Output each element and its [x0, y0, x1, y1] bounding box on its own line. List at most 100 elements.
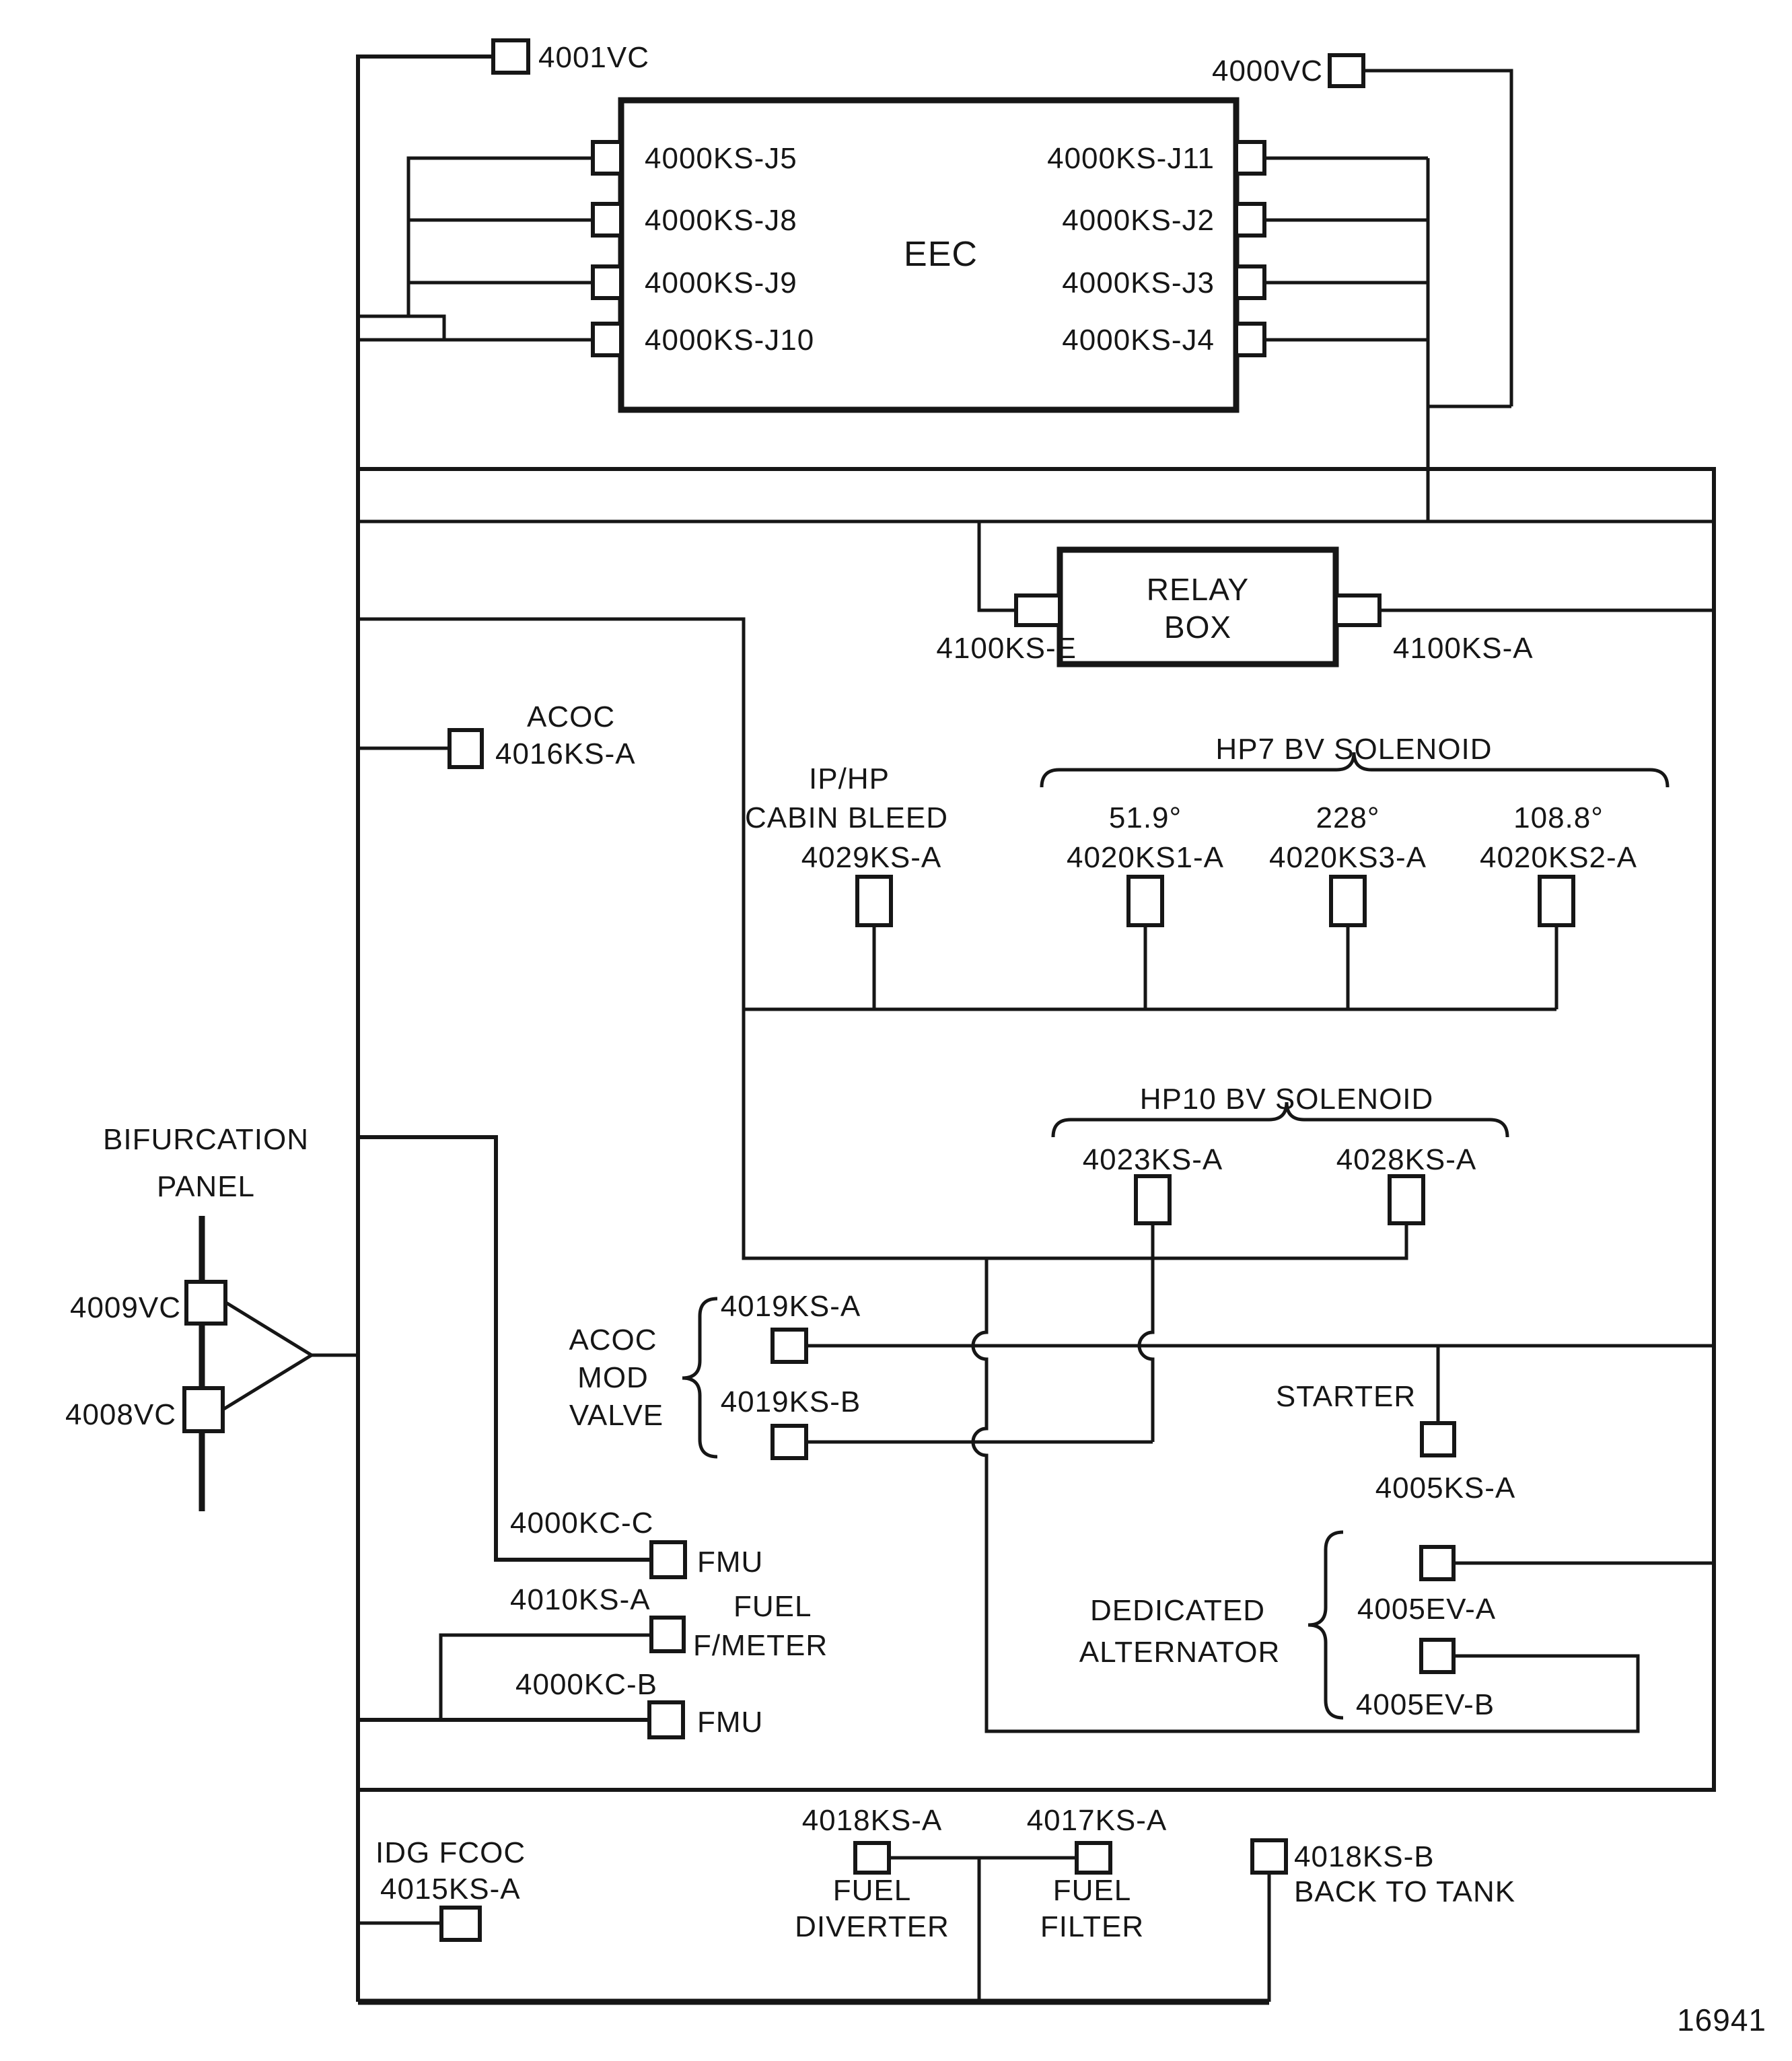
box-4019ks-a [770, 1328, 808, 1364]
box-4017ks-a [1075, 1841, 1112, 1875]
plug-4009vc [184, 1280, 227, 1326]
label-amv-1: ACOC [569, 1324, 657, 1357]
label-fmu-c: FMU [697, 1546, 763, 1579]
label-4019ks-b: 4019KS-B [721, 1385, 861, 1418]
box-4023ks-a [1134, 1174, 1172, 1225]
box-4005ks-a [1420, 1421, 1456, 1457]
label-4009vc: 4009VC [70, 1291, 181, 1324]
dedicated-title-1: DEDICATED [1090, 1594, 1265, 1627]
label-j4: 4000KS-J4 [1062, 324, 1215, 357]
connector-j4 [1234, 322, 1266, 357]
box-fmu-c [649, 1540, 687, 1579]
plug-4008vc [182, 1386, 225, 1433]
connector-4100ks-a [1334, 593, 1382, 627]
wire-right-connector-leads [1264, 156, 1428, 342]
label-idg-1: IDG FCOC [375, 1836, 526, 1869]
label-cabin-2: CABIN BLEED [745, 801, 948, 834]
label-amv-3: VALVE [569, 1399, 664, 1432]
label-idg-2: 4015KS-A [380, 1873, 521, 1906]
wire-left-border [356, 55, 493, 2002]
label-amv-2: MOD [577, 1361, 649, 1394]
label-cabin-1: IP/HP [809, 762, 890, 795]
label-hp7-deg-3: 108.8° [1513, 801, 1604, 834]
label-j11: 4000KS-J11 [1047, 142, 1215, 175]
label-4100ks-e: 4100KS-E [936, 632, 1077, 665]
wire-fmeter-feed [439, 1633, 651, 1720]
label-fmeter-1: FUEL [733, 1590, 812, 1623]
label-cabin-3: 4029KS-A [801, 841, 942, 874]
acoc-mod-valve-brace [682, 1297, 718, 1459]
relay-title-2: BOX [1164, 610, 1231, 645]
label-j5: 4000KS-J5 [645, 142, 797, 175]
box-4015ks-a [439, 1906, 482, 1942]
plug-4001vc [491, 38, 530, 75]
label-diverter-2: DIVERTER [795, 1910, 949, 1943]
box-4020ks2-a [1538, 875, 1575, 927]
label-4019ks-a: 4019KS-A [721, 1290, 861, 1323]
bifurcation-title-1: BIFURCATION [103, 1123, 309, 1156]
connector-j9 [591, 264, 623, 300]
box-4020ks3-a [1329, 875, 1367, 927]
box-4005ev-a [1419, 1545, 1456, 1581]
wire-hp10-branch [971, 1258, 1640, 1733]
hp10-title: HP10 BV SOLENOID [1140, 1083, 1434, 1116]
starter-title: STARTER [1276, 1380, 1416, 1413]
box-4020ks1-a [1126, 875, 1164, 927]
label-hp7-deg-2: 228° [1316, 801, 1379, 834]
label-diverter-1: FUEL [833, 1874, 911, 1907]
label-4020ks1-a: 4020KS1-A [1067, 841, 1224, 874]
wire-fmu-c-feed [358, 1135, 651, 1562]
box-fmeter [649, 1616, 686, 1653]
connector-j3 [1234, 264, 1266, 300]
wire-middle-frame [358, 467, 1716, 1792]
label-4020ks2-a: 4020KS2-A [1480, 841, 1637, 874]
label-4100ks-a: 4100KS-A [1393, 632, 1534, 665]
label-4000vc: 4000VC [1212, 55, 1323, 87]
label-acoc-2: 4016KS-A [495, 737, 636, 770]
label-filter-2: FILTER [1040, 1910, 1144, 1943]
label-4001vc: 4001VC [538, 41, 649, 74]
label-j3: 4000KS-J3 [1062, 266, 1215, 299]
label-4028ks-a: 4028KS-A [1336, 1143, 1477, 1176]
hp10-brace [1051, 1101, 1509, 1138]
connector-j10 [591, 322, 623, 357]
connector-j11 [1234, 140, 1266, 176]
box-4028ks-a [1388, 1174, 1425, 1225]
figure-number: 16941 [1677, 2002, 1766, 2037]
eec-title: EEC [904, 235, 978, 274]
box-fmu-b [647, 1700, 685, 1739]
label-4005ev-b: 4005EV-B [1356, 1688, 1495, 1721]
label-4000kc-c: 4000KC-C [510, 1507, 653, 1540]
connector-4100ks-e [1014, 593, 1062, 627]
wire-left-connector-leads [358, 156, 593, 342]
box-4018ks-a [853, 1841, 891, 1875]
label-back-to-tank: BACK TO TANK [1294, 1875, 1515, 1908]
relay-box [1056, 546, 1339, 667]
wire-section-feed [358, 617, 1408, 1260]
wire-relay-feed [977, 521, 1016, 612]
dedicated-title-2: ALTERNATOR [1079, 1636, 1281, 1669]
relay-title-1: RELAY [1147, 572, 1249, 607]
connector-j5 [591, 140, 623, 176]
label-fmeter-2: F/METER [693, 1629, 828, 1662]
label-4018ks-b: 4018KS-B [1294, 1840, 1435, 1873]
label-4010ks-a: 4010KS-A [510, 1583, 651, 1616]
box-4005ev-b [1419, 1638, 1456, 1674]
wire-bifurcation-y [221, 1301, 358, 1412]
hp7-brace [1040, 752, 1670, 788]
label-hp7-deg-1: 51.9° [1109, 801, 1182, 834]
bifurcation-title-2: PANEL [157, 1170, 255, 1203]
label-j10: 4000KS-J10 [645, 324, 814, 357]
label-4018ks-a: 4018KS-A [802, 1804, 943, 1837]
label-4000kc-b: 4000KC-B [515, 1668, 657, 1701]
label-4023ks-a: 4023KS-A [1083, 1143, 1223, 1176]
label-4017ks-a: 4017KS-A [1027, 1804, 1168, 1837]
boxes [182, 38, 1575, 1942]
connector-j8 [591, 202, 623, 238]
box-4018ks-b [1250, 1838, 1288, 1875]
label-fmu-b: FMU [697, 1706, 763, 1739]
wires [199, 55, 1716, 2005]
eec-box [618, 97, 1240, 413]
